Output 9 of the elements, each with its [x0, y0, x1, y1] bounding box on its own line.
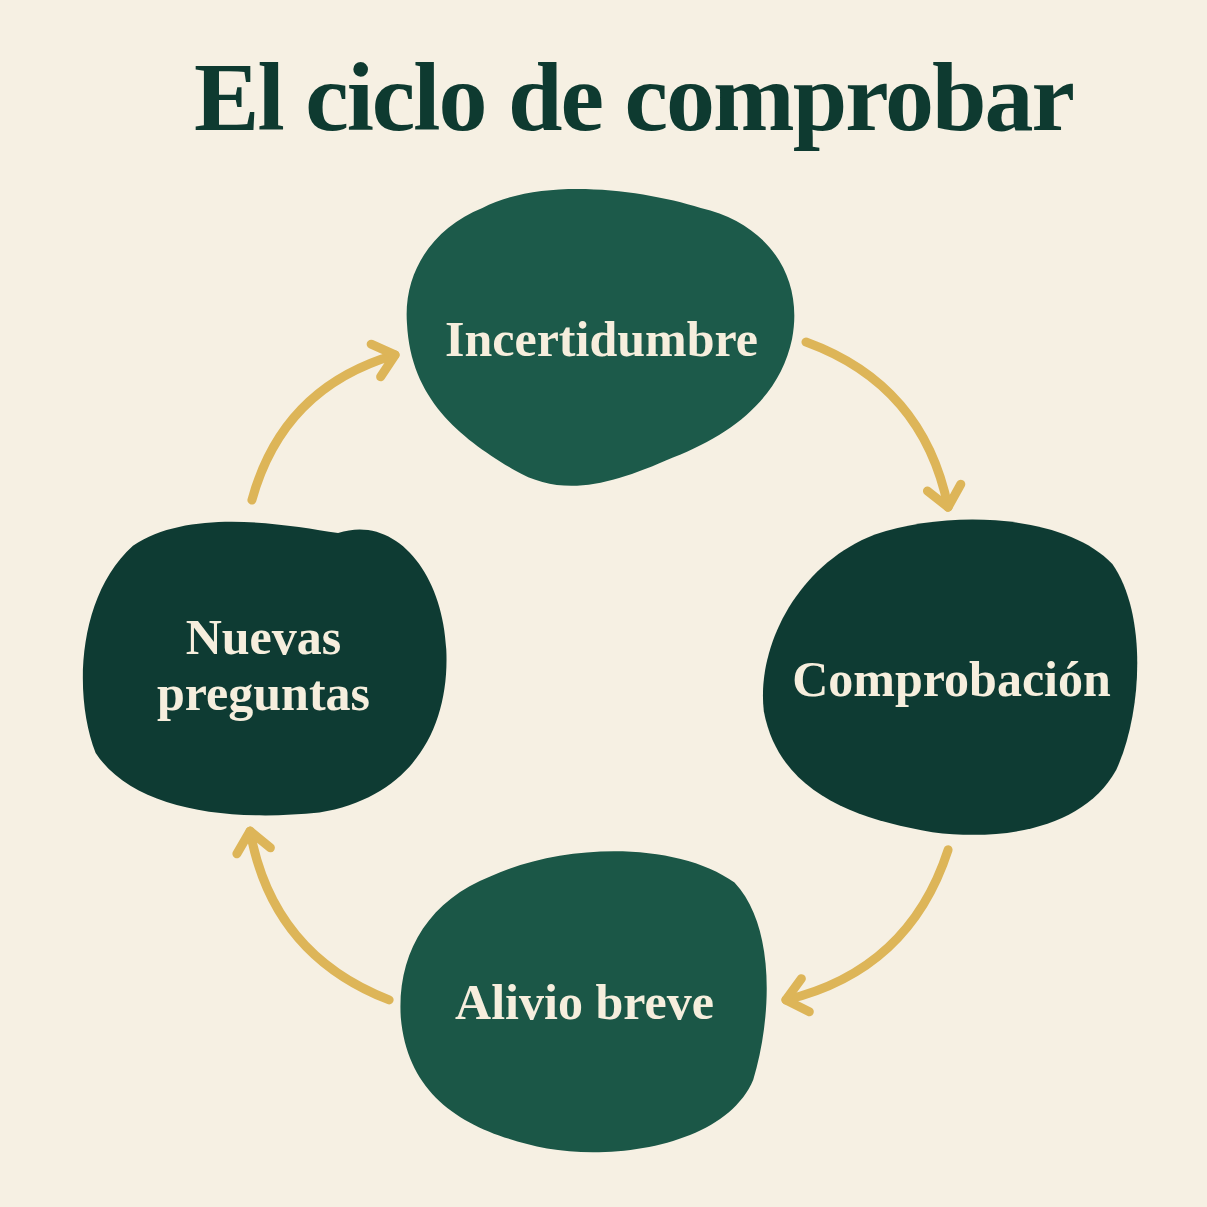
- node-label: Incertidumbre: [444, 311, 759, 367]
- curved-arrow: [233, 826, 394, 1005]
- curved-arrow: [247, 340, 400, 505]
- curved-arrow: [801, 337, 965, 512]
- title: El ciclo de comprobar: [194, 44, 1073, 152]
- node-label: Alivio breve: [454, 973, 715, 1030]
- node-label: Comprobación: [791, 650, 1112, 707]
- node-label: Nuevas preguntas: [156, 609, 371, 721]
- curved-arrow: [781, 845, 953, 1016]
